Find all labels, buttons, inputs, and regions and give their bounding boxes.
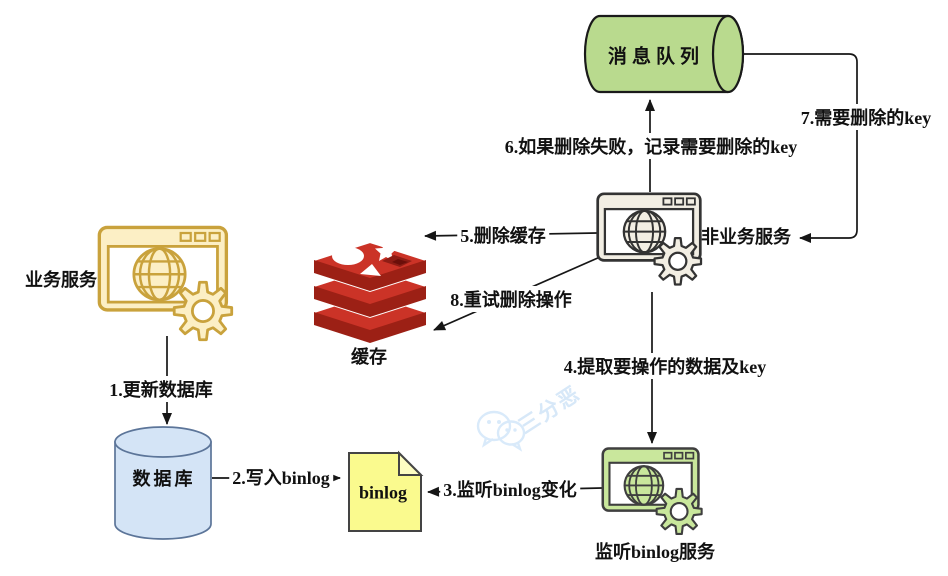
business-service-window: [97, 225, 234, 342]
database-cylinder: [114, 426, 212, 540]
redis-cache-icon: [313, 240, 427, 344]
non-business-service-window: [596, 192, 703, 286]
business-service-label: 业务服务: [25, 270, 97, 290]
step5-label: 5.删除缓存: [457, 222, 549, 248]
step7-label: 7.需要删除的key: [797, 104, 935, 130]
window-dot: [674, 197, 685, 206]
wechat-icon: [476, 410, 526, 452]
non-business-service-label: 非业务服务: [701, 227, 791, 247]
globe-icon: [132, 247, 187, 302]
gear-icon: [172, 280, 234, 342]
redis-disc: [313, 240, 427, 293]
step2-label: 2.写入binlog: [229, 464, 333, 490]
window-dot: [208, 231, 221, 242]
arrow-step7-key-loop: [743, 53, 858, 243]
window-dot: [662, 197, 673, 206]
binlog-document-icon: [348, 450, 424, 532]
window-dot: [685, 197, 696, 206]
window-dot: [194, 231, 207, 242]
gear-icon: [653, 236, 703, 286]
window-dot: [663, 451, 673, 460]
cache-label: 缓存: [351, 347, 387, 367]
globe-icon: [622, 209, 667, 254]
globe-icon: [623, 465, 665, 506]
window-dot: [685, 451, 695, 460]
redis-triangle-shape: [360, 264, 381, 276]
window-dot: [179, 231, 192, 242]
redis-ellipse-shape: [332, 247, 364, 265]
step8-label: 8.重试删除操作: [447, 286, 575, 312]
step6-label: 6.如果删除失败，记录需要删除的key: [501, 133, 801, 159]
redis-star-shape: [375, 241, 397, 261]
window-dot: [674, 451, 684, 460]
binlog-listener-window: [601, 447, 703, 536]
database-label: 数据库: [132, 469, 196, 489]
step3-label: 3.监听binlog变化: [440, 476, 580, 502]
step1-label: 1.更新数据库: [106, 376, 216, 402]
step4-label: 4.提取要操作的数据及key: [560, 353, 770, 379]
binlog-label: binlog: [358, 482, 408, 503]
message-queue-label: 消息队列: [607, 46, 705, 68]
gear-icon: [655, 487, 703, 536]
binlog-listener-label: 监听binlog服务: [594, 542, 716, 562]
message-queue-cylinder: [583, 14, 745, 94]
